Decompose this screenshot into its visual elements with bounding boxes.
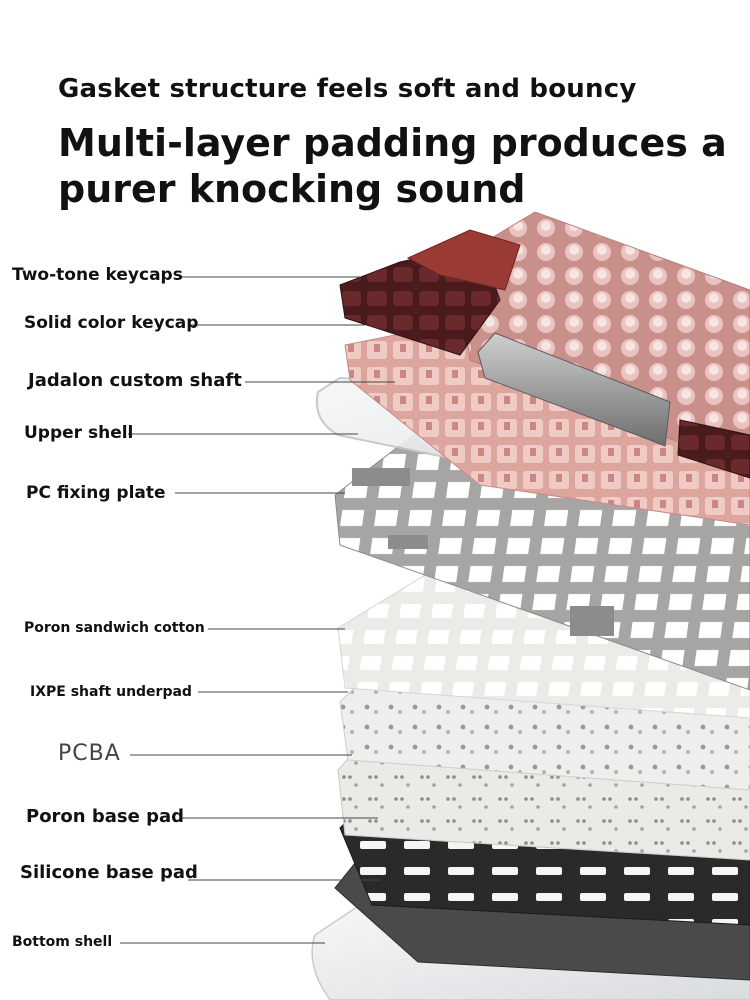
label-bottom-shell: Bottom shell (12, 934, 113, 950)
label-solid-color-keycap: Solid color keycap (24, 313, 199, 333)
label-poron-base-pad: Poron base pad (26, 806, 185, 827)
plate-clip (388, 535, 428, 549)
plate-clip (570, 606, 614, 636)
edge-keycaps (677, 419, 750, 479)
plate-clip (352, 468, 410, 486)
label-ixpe-shaft-underpad: IXPE shaft underpad (30, 684, 192, 700)
headline: Gasket structure feels soft and bouncy (58, 74, 637, 104)
subheadline: Multi-layer padding produces a purer kno… (58, 121, 727, 211)
red-keycaps (406, 229, 521, 291)
label-silicone-base-pad: Silicone base pad (20, 862, 198, 883)
label-two-tone-keycaps: Two-tone keycaps (12, 265, 183, 285)
spacebar-keycap (477, 332, 671, 447)
label-upper-shell: Upper shell (24, 423, 134, 443)
label-poron-sandwich-cotton: Poron sandwich cotton (24, 620, 205, 636)
label-pc-fixing-plate: PC fixing plate (26, 483, 166, 503)
label-pcba: PCBA (58, 741, 121, 766)
label-jadalon-custom-shaft: Jadalon custom shaft (28, 370, 242, 391)
